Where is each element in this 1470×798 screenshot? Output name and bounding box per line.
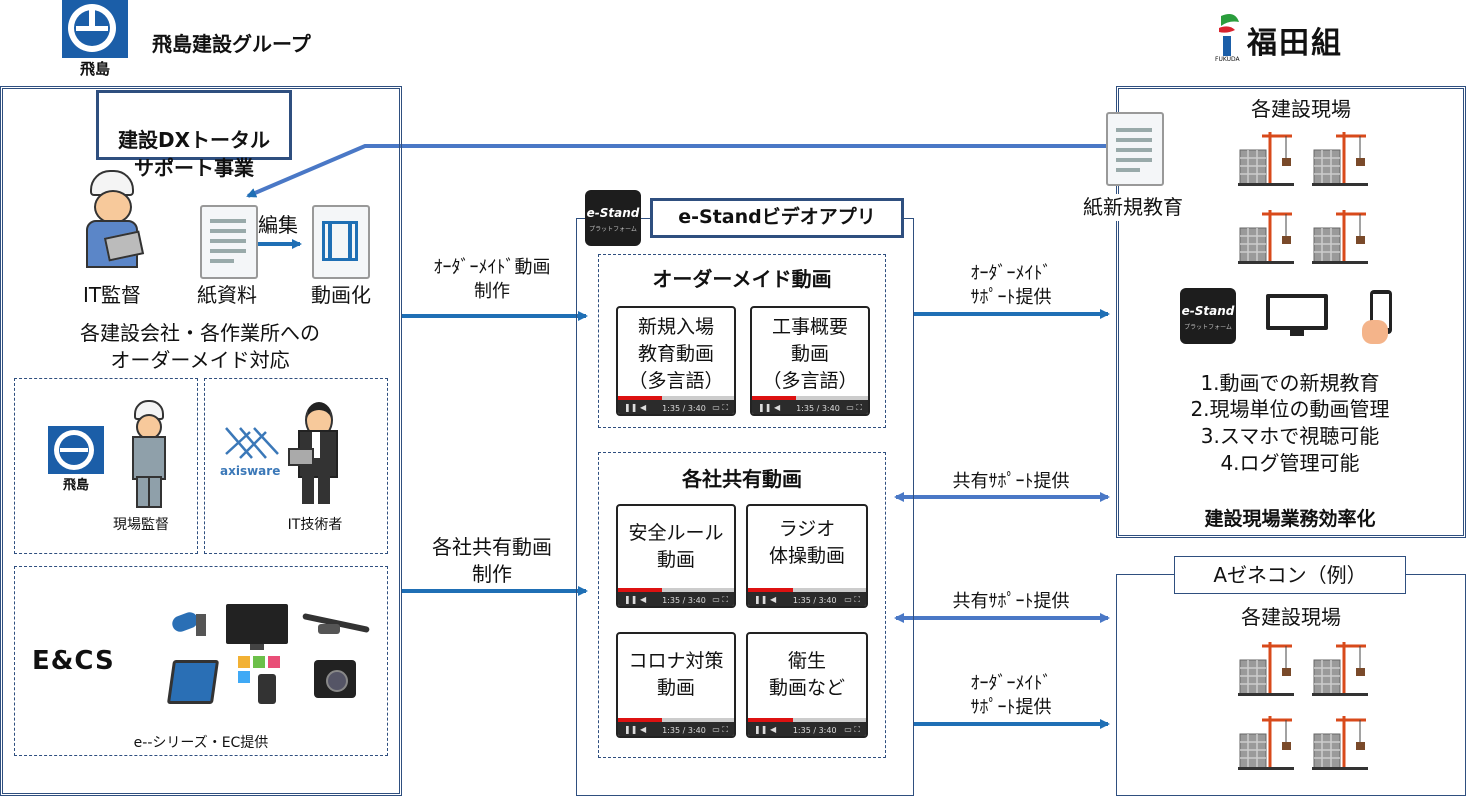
construction-site-icon <box>1310 128 1370 188</box>
tobishima-logo: 飛島 <box>62 0 128 78</box>
fukuda-sites-label: 各建設現場 <box>1251 97 1351 121</box>
tobishima-logo-text: 飛島 <box>79 60 110 78</box>
tobishima-small-logo-text: 飛島 <box>62 478 89 493</box>
paper-docs-label: 紙資料 <box>197 283 257 307</box>
group-name: 飛島建設グループ <box>152 32 311 56</box>
paper-education-label: 紙新規教育 <box>1070 194 1196 221</box>
shared-support-label-2: 共有ｻﾎﾟｰﾄ提供 <box>952 591 1070 612</box>
estand-logo-text: e-Stand <box>586 206 640 220</box>
action-camera-icon <box>314 660 356 698</box>
play-pause-icon[interactable]: ❚❚ ◀ <box>624 595 647 604</box>
fukuda-logo: 福田組 FUKUDA <box>1215 12 1365 63</box>
order-made-description: 各建設会社・各作業所への オーダーメイド対応 <box>80 321 320 372</box>
construction-site-icon <box>1236 128 1296 188</box>
construction-site-icon <box>1310 638 1370 698</box>
it-engineer-figure <box>288 402 340 506</box>
paper-docs-icon <box>200 205 258 279</box>
fullscreen-icon[interactable]: ▭ ⛶ <box>712 403 728 412</box>
fullscreen-icon[interactable]: ▭ ⛶ <box>712 725 728 734</box>
video-card-new-entry[interactable]: 新規入場 教育動画 （多言語） ❚❚ ◀ 1:35 / 3:40 ▭ ⛶ <box>616 306 736 416</box>
fullscreen-icon[interactable]: ▭ ⛶ <box>844 725 860 734</box>
video-card-covid-measures[interactable]: コロナ対策 動画 ❚❚ ◀ 1:35 / 3:40 ▭ ⛶ <box>616 632 736 738</box>
site-supervisor-figure <box>128 400 168 508</box>
gc-label: Aゼネコン（例） <box>1174 556 1406 594</box>
left-panel <box>0 86 402 796</box>
benefit-2: 2.現場単位の動画管理 <box>1190 397 1390 421</box>
fukuda-sites-panel <box>1116 86 1466 538</box>
construction-site-icon <box>1236 638 1296 698</box>
video-doc-icon <box>312 205 370 279</box>
order-production-label: ｵｰﾀﾞｰﾒｲﾄﾞ動画 制作 <box>433 257 551 302</box>
tablet-icon <box>166 660 220 704</box>
fullscreen-icon[interactable]: ▭ ⛶ <box>712 595 728 604</box>
ecs-service-label: e--シリーズ・EC提供 <box>133 735 269 751</box>
play-pause-icon[interactable]: ❚❚ ◀ <box>624 403 647 412</box>
estand-app-icon-sub: プラットフォーム <box>1184 324 1232 331</box>
fukuda-name: 福田組 <box>1247 26 1343 61</box>
order-support-label-1: ｵｰﾀﾞｰﾒｲﾄﾞ ｻﾎﾟｰﾄ提供 <box>970 263 1052 308</box>
ecs-box <box>14 566 388 756</box>
edit-label: 編集 <box>258 213 298 237</box>
video-card-safety-rules[interactable]: 安全ルール 動画 ❚❚ ◀ 1:35 / 3:40 ▭ ⛶ <box>616 504 736 608</box>
shared-production-label: 各社共有動画 制作 <box>432 535 552 586</box>
benefit-4: 4.ログ管理可能 <box>1220 451 1360 475</box>
fullscreen-icon[interactable]: ▭ ⛶ <box>844 595 860 604</box>
axisware-logo: axisware <box>220 424 282 484</box>
benefit-1: 1.動画での新規教育 <box>1200 371 1380 395</box>
paper-feedback-arrow <box>246 144 1110 198</box>
fullscreen-icon[interactable]: ▭ ⛶ <box>846 403 862 412</box>
it-engineer-label: IT技術者 <box>287 517 343 533</box>
play-pause-icon[interactable]: ❚❚ ◀ <box>624 725 647 734</box>
axisware-mark-icon <box>225 427 279 459</box>
play-pause-icon[interactable]: ❚❚ ◀ <box>758 403 781 412</box>
construction-site-icon <box>1236 712 1296 772</box>
smartphone-icon <box>1362 290 1402 346</box>
shared-video-section-title: 各社共有動画 <box>682 467 802 491</box>
smart-glasses-icon <box>302 612 370 634</box>
shared-support-label-1: 共有ｻﾎﾟｰﾄ提供 <box>952 471 1070 492</box>
apps-icon <box>238 656 280 704</box>
ecs-logo: E&CS <box>32 646 115 676</box>
monitor-icon <box>226 604 288 650</box>
video-card-hygiene[interactable]: 衛生 動画など ❚❚ ◀ 1:35 / 3:40 ▭ ⛶ <box>746 632 868 738</box>
order-video-section <box>598 254 886 428</box>
tobishima-staff-box <box>14 378 198 554</box>
shared-video-section <box>598 452 886 758</box>
estand-app-title: e-Standビデオアプリ <box>650 198 904 238</box>
camera-icon <box>170 608 208 636</box>
play-pause-icon[interactable]: ❚❚ ◀ <box>754 595 777 604</box>
tv-monitor-icon <box>1266 294 1328 336</box>
dx-support-title: 建設DXトータル サポート事業 <box>96 90 292 180</box>
video-conversion-label: 動画化 <box>311 283 371 307</box>
estand-logo-sub: プラットフォーム <box>589 226 637 233</box>
gc-sites-label: 各建設現場 <box>1241 605 1341 629</box>
construction-site-icon <box>1310 206 1370 266</box>
estand-app-icon: e-Stand プラットフォーム <box>1180 288 1236 344</box>
axisware-staff-box <box>204 378 388 554</box>
fukuda-mark-icon <box>1219 14 1239 56</box>
play-pause-icon[interactable]: ❚❚ ◀ <box>754 725 777 734</box>
tobishima-small-logo: 飛島 <box>48 426 104 496</box>
construction-site-icon <box>1236 206 1296 266</box>
site-supervisor-label: 現場監督 <box>113 517 169 533</box>
video-card-radio-exercise[interactable]: ラジオ 体操動画 ❚❚ ◀ 1:35 / 3:40 ▭ ⛶ <box>746 504 868 608</box>
estand-app-icon-text: e-Stand <box>1181 304 1235 318</box>
it-supervisor-figure <box>82 170 145 270</box>
axisware-name: axisware <box>220 464 281 478</box>
video-card-project-overview[interactable]: 工事概要 動画 （多言語） ❚❚ ◀ 1:35 / 3:40 ▭ ⛶ <box>750 306 870 416</box>
paper-education-icon <box>1106 112 1164 186</box>
order-support-label-2: ｵｰﾀﾞｰﾒｲﾄﾞ ｻﾎﾟｰﾄ提供 <box>970 673 1052 718</box>
construction-site-icon <box>1310 712 1370 772</box>
benefit-3: 3.スマホで視聴可能 <box>1200 424 1380 448</box>
fukuda-small: FUKUDA <box>1215 56 1240 63</box>
efficiency-label: 建設現場業務効率化 <box>1204 508 1376 530</box>
it-supervisor-label: IT監督 <box>82 283 142 307</box>
order-video-section-title: オーダーメイド動画 <box>652 267 832 291</box>
estand-logo: e-Stand プラットフォーム <box>585 190 641 246</box>
